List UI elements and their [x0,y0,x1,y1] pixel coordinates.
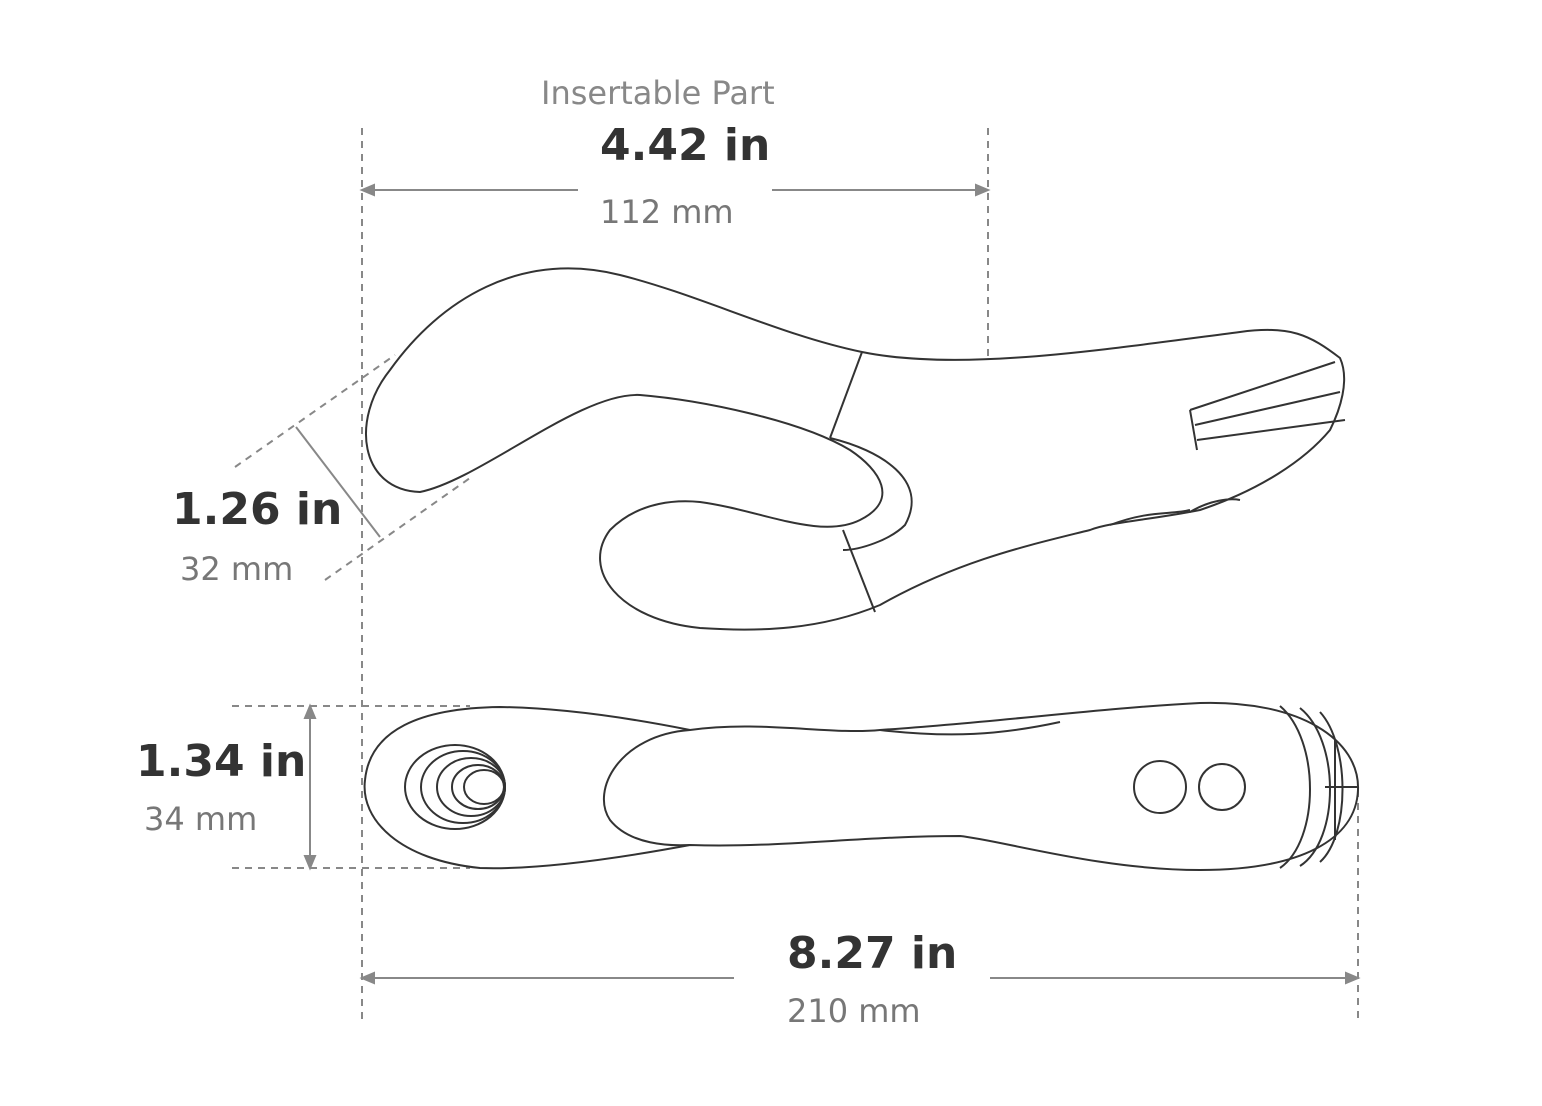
insertable-caption: Insertable Part [541,74,775,112]
side-view [365,267,1346,631]
insertable-length-in: 4.42 in [600,120,771,171]
total-length-mm: 210 mm [787,992,921,1030]
diameter-mm: 32 mm [180,550,294,588]
height-in: 1.34 in [136,736,307,787]
height-mm: 34 mm [144,800,258,838]
top-view [363,701,1360,872]
extension-lines [232,128,1359,1020]
dimension-arrows [295,183,1361,985]
diameter-in: 1.26 in [172,484,343,535]
total-length-in: 8.27 in [787,928,958,979]
insertable-length-mm: 112 mm [600,193,734,231]
